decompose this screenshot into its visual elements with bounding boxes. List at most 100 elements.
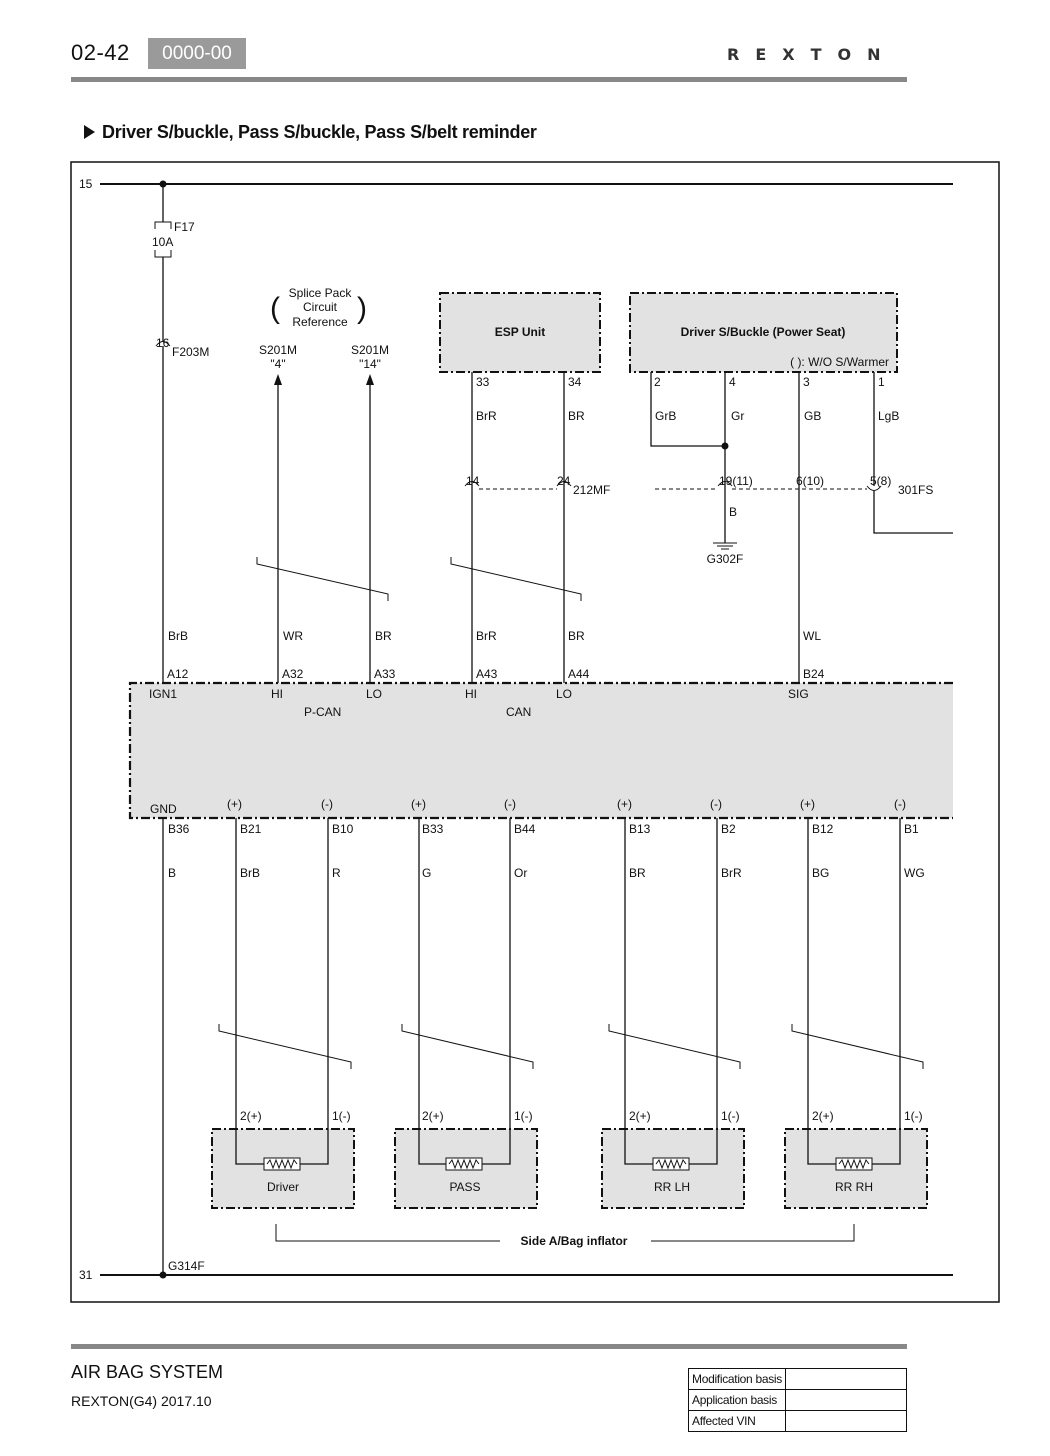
group-bracket (651, 1224, 855, 1242)
revision-value (785, 1368, 907, 1390)
revision-value (785, 1410, 907, 1432)
splice-right-pin: "14" (359, 357, 381, 371)
arrow-up-icon (274, 374, 282, 385)
wire-lgb-out (873, 491, 953, 534)
label-pcan: P-CAN (304, 705, 341, 719)
rrlh-pin-minus: 1(-) (721, 1109, 740, 1123)
twisted-pair-icon (401, 1024, 534, 1069)
wire-b12-color: BG (812, 866, 829, 880)
paren-left-icon: ( (270, 292, 280, 325)
ground-g314f-label: G314F (168, 1259, 205, 1273)
plus-4: (+) (800, 797, 815, 811)
ps-wire-gb: GB (804, 409, 821, 423)
page-number: 02-42 (71, 40, 130, 65)
pin-b24: B24 (803, 667, 825, 681)
resistor-zigzag (838, 1158, 870, 1170)
minus-4: (-) (894, 797, 906, 811)
revision-row: Affected VIN (688, 1410, 907, 1432)
pin-b1: B1 (904, 822, 919, 836)
label-can: CAN (506, 705, 531, 719)
fuse-icon-top (154, 221, 172, 229)
f203m-name: F203M (172, 345, 209, 359)
wire-b36-color: B (168, 866, 176, 880)
paren-right-icon: ) (357, 292, 367, 325)
esp-wire-a: BrR (476, 409, 497, 423)
header-rule (71, 77, 907, 82)
esp-unit-box (439, 292, 601, 373)
fuse-name: F17 (174, 220, 195, 234)
splice-title-2: Circuit (303, 300, 338, 314)
label-can-lo: LO (556, 687, 572, 701)
wire-pass-loop (482, 1129, 511, 1165)
ground-g302f-label: G302F (707, 552, 744, 566)
power-seat-name: Driver S/Buckle (Power Seat) (681, 325, 846, 339)
212mf-pin-b: 24 (557, 474, 571, 488)
model-name: REXTON(G4) 2017.10 (71, 1393, 212, 1409)
inflator-pass-group: 2(+) 1(-) PASS (394, 818, 538, 1209)
wire-b13-color: BR (629, 866, 646, 880)
revision-label: Application basis (688, 1389, 786, 1411)
pin-b44: B44 (514, 822, 536, 836)
label-pcan-lo: LO (366, 687, 382, 701)
connector-212mf-icon (464, 481, 480, 487)
wire-b44-color: Or (514, 866, 527, 880)
ps-pin-4: 4 (729, 375, 736, 389)
revision-table: Modification basis Application basis Aff… (688, 1368, 907, 1432)
label-ign1: IGN1 (149, 687, 177, 701)
brand-logo: REXTON (727, 45, 897, 64)
inflator-rrlh-group: 2(+) 1(-) RR LH (601, 818, 745, 1209)
ps-pin-1: 1 (878, 375, 885, 389)
wire-rrrh-loop (872, 1129, 901, 1165)
twisted-pair-icon (608, 1024, 741, 1069)
connector-301fs-icon (717, 481, 733, 487)
twisted-pair-icon (791, 1024, 924, 1069)
301fs-pin-c: 5(8) (870, 474, 891, 488)
pin-b2: B2 (721, 822, 736, 836)
power-seat-box (629, 292, 898, 373)
twisted-pair-icon (450, 557, 582, 601)
label-gnd: GND (150, 802, 177, 816)
wire-can-lo-color: BR (568, 629, 585, 643)
group-bracket (275, 1224, 500, 1242)
wire-b21-color: BrB (240, 866, 260, 880)
triangle-bullet-icon (84, 125, 95, 139)
inflator-rrlh-name: RR LH (654, 1180, 690, 1194)
pin-a12: A12 (167, 667, 189, 681)
pin-a33: A33 (374, 667, 396, 681)
pass-pin-minus: 1(-) (514, 1109, 533, 1123)
splice-title-1: Splice Pack (289, 286, 353, 300)
esp-unit-name: ESP Unit (495, 325, 545, 339)
rail-15-label: 15 (79, 177, 93, 191)
esp-wire-b: BR (568, 409, 585, 423)
label-pcan-hi: HI (271, 687, 283, 701)
label-sig: SIG (788, 687, 809, 701)
minus-3: (-) (710, 797, 722, 811)
pin-a43: A43 (476, 667, 498, 681)
f203m-pin: 16 (156, 336, 170, 350)
inflator-group-label: Side A/Bag inflator (521, 1234, 628, 1248)
connector-301fs-icon (866, 485, 882, 491)
arrow-up-icon (366, 374, 374, 385)
pin-b12: B12 (812, 822, 834, 836)
wire-b33-color: G (422, 866, 431, 880)
pin-a44: A44 (568, 667, 590, 681)
revision-row: Modification basis (688, 1368, 907, 1390)
wire-b2-color: BrR (721, 866, 742, 880)
inflator-rrrh-group: 2(+) 1(-) RR RH (784, 818, 928, 1209)
wire-sig-color: WL (803, 629, 821, 643)
ground-wire-color: B (729, 505, 737, 519)
rrrh-pin-minus: 1(-) (904, 1109, 923, 1123)
airbag-unit-box (128, 681, 953, 820)
splice-left-pin: "4" (270, 357, 285, 371)
ps-pin-3: 3 (803, 375, 810, 389)
pin-b10: B10 (332, 822, 354, 836)
rail-31-label: 31 (79, 1268, 93, 1282)
plus-3: (+) (617, 797, 632, 811)
splice-title-3: Reference (292, 315, 348, 329)
revision-label: Modification basis (688, 1368, 786, 1390)
wire-driver-loop (235, 1129, 264, 1165)
ps-wire-lgb: LgB (878, 409, 899, 423)
diagram-frame (70, 161, 1000, 1303)
ps-wire-grb: GrB (655, 409, 676, 423)
